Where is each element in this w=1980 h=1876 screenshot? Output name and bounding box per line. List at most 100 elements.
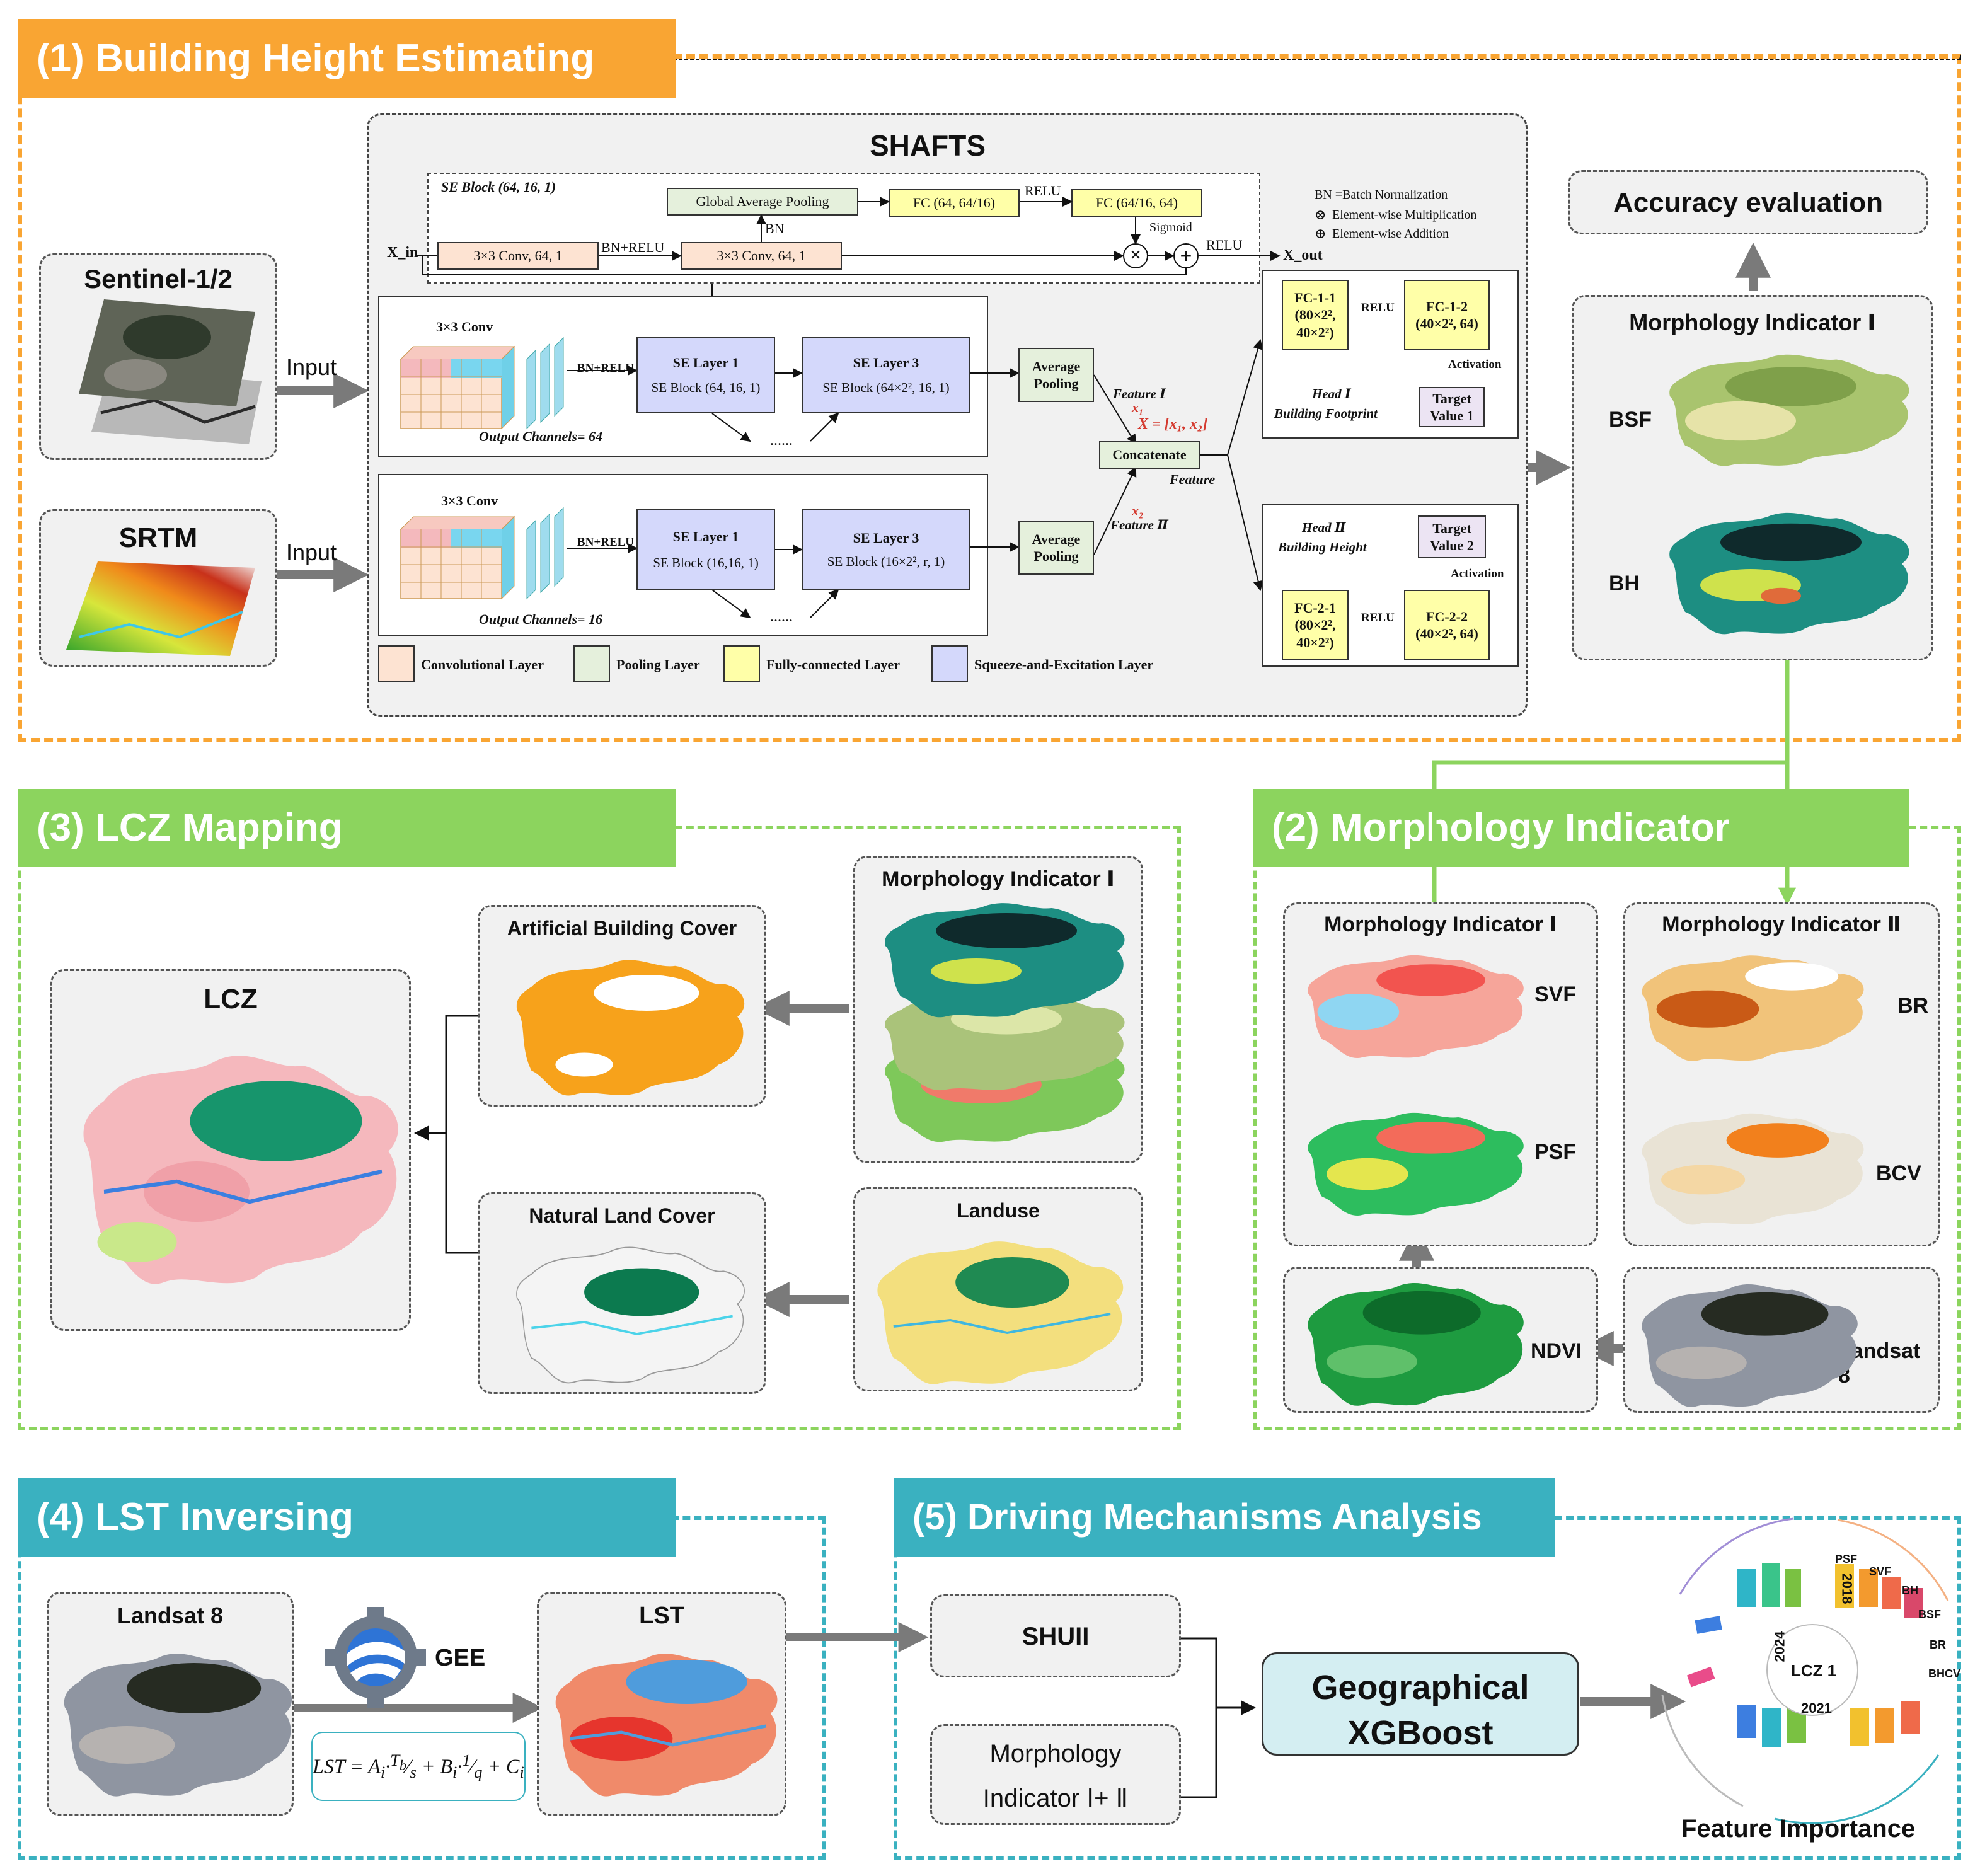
legend-pool-swatch xyxy=(573,645,610,682)
section-3-title: (3) LCZ Mapping xyxy=(18,789,676,867)
branch-b-out-channels: Output Channels= 16 xyxy=(479,611,602,627)
lcz-panel: LCZ xyxy=(50,969,411,1331)
branch-b-se3: SE Layer 3 SE Block (16×2², r, 1) xyxy=(802,509,970,590)
branch-b-se1-title: SE Layer 1 xyxy=(672,529,739,545)
landuse-title: Landuse xyxy=(957,1199,1040,1222)
head1-sub: Building Footprint xyxy=(1274,406,1378,421)
lst-title: LST xyxy=(639,1603,684,1629)
branch-b-dots: ...... xyxy=(770,609,793,625)
head1-relu: RELU xyxy=(1361,301,1395,314)
model-line1: Geographical xyxy=(1311,1669,1529,1706)
gee-label: GEE xyxy=(435,1645,486,1671)
branch-b-se3-sub: SE Block (16×2², r, 1) xyxy=(827,553,945,569)
landuse-map xyxy=(877,1241,1124,1384)
s3-mi1-panel: Morphology Indicator Ⅰ xyxy=(853,856,1143,1163)
model-line2: XGBoost xyxy=(1347,1714,1494,1752)
feature1-label: Feature Ⅰ xyxy=(1113,386,1166,401)
fi-lcz1-label: LCZ 1 xyxy=(1791,1661,1837,1680)
legend-conv-label: Convolutional Layer xyxy=(421,657,544,672)
srtm-input-label: Input xyxy=(286,539,337,565)
concatenate-box: Concatenate xyxy=(1099,441,1200,469)
s2-mi1-panel: Morphology Indicator Ⅰ SVF PSF xyxy=(1283,902,1598,1246)
legend-mult: Element-wise Multiplication xyxy=(1332,208,1477,222)
branch-b-conv-label: 3×3 Conv xyxy=(441,493,498,509)
fi-year-2021: 2021 xyxy=(1801,1700,1832,1716)
branch-a-se3-title: SE Layer 3 xyxy=(853,355,919,371)
shuii-label: SHUII xyxy=(1022,1623,1090,1650)
fi-year-2024: 2024 xyxy=(1771,1631,1788,1662)
branch-a-dots: ...... xyxy=(770,432,793,449)
section-1-frame xyxy=(18,55,1961,742)
ndvi-label: NDVI xyxy=(1531,1339,1582,1363)
head2-relu: RELU xyxy=(1361,611,1395,624)
landsat2-map xyxy=(1642,1284,1858,1407)
nlc-panel: Natural Land Cover xyxy=(478,1192,766,1394)
head1-title: Head Ⅰ xyxy=(1312,386,1351,401)
x1-label: x₁ xyxy=(1132,400,1144,415)
branch-a-out-channels: Output Channels= 64 xyxy=(479,429,602,444)
radial-bars xyxy=(1686,1563,1923,1747)
landsat4-map xyxy=(64,1654,292,1797)
fi-feat-br: BR xyxy=(1930,1638,1946,1651)
branch-b-avgpool: Average Pooling xyxy=(1018,521,1094,575)
x-in-label: X_in xyxy=(387,245,418,261)
morph-combined-line1: Morphology xyxy=(989,1740,1122,1768)
bsf-label: BSF xyxy=(1609,408,1652,432)
legend-fc-swatch xyxy=(723,645,760,682)
target2-box: Target Value 2 xyxy=(1418,515,1486,558)
svf-label: SVF xyxy=(1534,982,1577,1006)
branch-a-se1: SE Layer 1 SE Block (64, 16, 1) xyxy=(636,337,775,413)
sigmoid-label: Sigmoid xyxy=(1149,221,1192,234)
fi-year-2018: 2018 xyxy=(1839,1573,1855,1604)
feature-label: Feature xyxy=(1170,471,1216,487)
x2-label: x₂ xyxy=(1132,503,1144,519)
srtm-image xyxy=(66,561,255,656)
legend-se-label: Squeeze-and-Excitation Layer xyxy=(974,657,1154,672)
branch-a-avgpool: Average Pooling xyxy=(1018,348,1094,402)
legend-add-icon: ⊕ xyxy=(1315,226,1327,241)
morph-combined-panel: Morphology Indicator Ⅰ+ Ⅱ xyxy=(930,1724,1181,1825)
s2-mi2-title: Morphology Indicator Ⅱ xyxy=(1662,912,1901,936)
fi-feat-bsf: BSF xyxy=(1918,1608,1941,1621)
s2-mi2-maps xyxy=(1642,955,1864,1225)
landsat2-panel: Landsat 8 xyxy=(1623,1267,1940,1413)
model-box: Geographical XGBoost xyxy=(1262,1652,1579,1756)
legend-conv-swatch xyxy=(378,645,415,682)
morph-combined-line2: Indicator Ⅰ+ Ⅱ xyxy=(982,1785,1129,1812)
head2-sub: Building Height xyxy=(1278,539,1367,555)
relu-label-top: RELU xyxy=(1025,183,1061,199)
se-block-title: SE Block (64, 16, 1) xyxy=(441,179,556,195)
fi-title: Feature Importance xyxy=(1681,1815,1916,1843)
fc1-box: FC (64, 64/16) xyxy=(889,189,1020,217)
section-2-title: (2) Morphology Indicator xyxy=(1253,789,1909,867)
ndvi-map xyxy=(1308,1283,1524,1406)
sentinel-title: Sentinel-1/2 xyxy=(84,264,233,294)
abc-panel: Artificial Building Cover xyxy=(478,905,766,1107)
s2-mi1-maps xyxy=(1308,955,1524,1216)
section-4-title: (4) LST Inversing xyxy=(18,1478,676,1557)
bn-relu-label-se: BN+RELU xyxy=(601,239,665,255)
lst-formula: LST = Ai·Tb⁄s + Bi·1⁄q + Ci xyxy=(313,1750,524,1782)
bh-label: BH xyxy=(1609,572,1640,596)
head2-activation: Activation xyxy=(1451,567,1504,580)
legend-mult-icon: ⊗ xyxy=(1315,207,1327,222)
conv-b-box: 3×3 Conv, 64, 1 xyxy=(681,242,842,270)
accuracy-panel: Accuracy evaluation xyxy=(1568,170,1928,234)
concat-eq-label: X = [x₁, x₂] xyxy=(1138,416,1208,432)
br-label: BR xyxy=(1897,994,1929,1018)
branch-a-se3-sub: SE Block (64×2², 16, 1) xyxy=(822,379,950,395)
lst-panel: LST xyxy=(537,1592,786,1816)
morph1-maps xyxy=(1669,354,1909,635)
x-out-label: X_out xyxy=(1283,247,1323,263)
branch-a-se3: SE Layer 3 SE Block (64×2², 16, 1) xyxy=(802,337,970,413)
lst-formula-box: LST = Ai·Tb⁄s + Bi·1⁄q + Ci xyxy=(311,1732,526,1801)
shafts-title: SHAFTS xyxy=(870,129,986,162)
relu-label-out: RELU xyxy=(1206,237,1243,253)
psf-label: PSF xyxy=(1534,1140,1577,1164)
branch-a-se1-title: SE Layer 1 xyxy=(672,355,739,371)
branch-b-bnrelu: BN+RELU xyxy=(577,536,635,549)
lst-map xyxy=(555,1654,778,1797)
fc11-box: FC-1-1 (80×2², 40×2²) xyxy=(1282,280,1349,350)
morph1-panel: Morphology Indicator Ⅰ BSF BH xyxy=(1572,295,1933,660)
